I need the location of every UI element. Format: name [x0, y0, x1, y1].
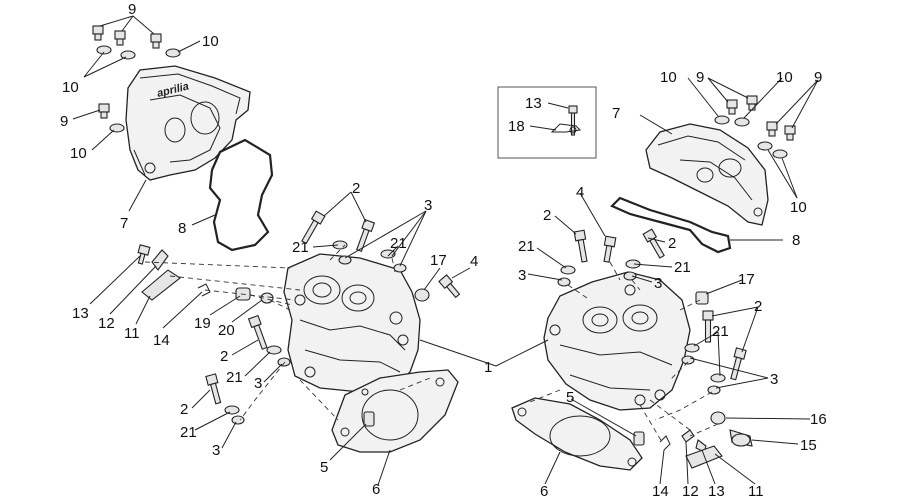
callout-21: 21 [518, 238, 535, 255]
left-valve-cover: aprilia [125, 65, 251, 181]
callout-17: 17 [738, 271, 755, 288]
callout-10: 10 [70, 145, 87, 162]
callout-14: 14 [153, 332, 170, 349]
left-head-gasket [331, 369, 459, 453]
callout-5: 5 [320, 459, 328, 476]
callout-2: 2 [220, 348, 228, 365]
callout-9: 9 [60, 113, 68, 130]
callout-2: 2 [754, 298, 762, 315]
right-cover-screws [714, 95, 796, 159]
callout-3: 3 [518, 267, 526, 284]
callout-3: 3 [254, 375, 262, 392]
callout-9: 9 [128, 1, 136, 18]
callout-10: 10 [202, 33, 219, 50]
callout-4: 4 [470, 253, 478, 270]
callout-20: 20 [218, 322, 235, 339]
inset-box [497, 86, 597, 159]
callout-13: 13 [708, 483, 725, 497]
callout-9: 9 [814, 69, 822, 86]
callout-21: 21 [712, 323, 729, 340]
right-cylinder-head [543, 271, 691, 411]
callout-8: 8 [792, 232, 800, 249]
left-cover-gasket [208, 138, 274, 252]
callout-2: 2 [352, 180, 360, 197]
callout-17: 17 [430, 252, 447, 269]
callout-9: 9 [696, 69, 704, 86]
left-cylinder-head [283, 253, 421, 393]
callout-19: 19 [194, 315, 211, 332]
right-head-gasket [511, 397, 643, 471]
right-head-bolts [557, 228, 747, 395]
right-cover-gasket [610, 196, 732, 254]
left-small-parts [137, 244, 461, 304]
callout-8: 8 [178, 220, 186, 237]
callout-10: 10 [62, 79, 79, 96]
callout-15: 15 [800, 437, 817, 454]
right-small-parts [659, 411, 753, 469]
callout-2: 2 [180, 401, 188, 418]
right-valve-cover [645, 123, 769, 226]
callout-21: 21 [674, 259, 691, 276]
left-assembly-lines [144, 244, 431, 421]
left-cover-screws [92, 25, 181, 133]
callout-1: 1 [484, 359, 492, 376]
callout-3: 3 [212, 442, 220, 459]
right-assembly-lines [529, 261, 719, 443]
callout-12: 12 [682, 483, 699, 497]
callout-3: 3 [770, 371, 778, 388]
leader-lines [72, 15, 819, 486]
callout-10: 10 [790, 199, 807, 216]
callout-21: 21 [180, 424, 197, 441]
callout-12: 12 [98, 315, 115, 332]
callout-10: 10 [660, 69, 677, 86]
left-dowel [363, 411, 375, 427]
callout-11: 11 [124, 325, 140, 342]
callout-21: 21 [292, 239, 309, 256]
callout-14: 14 [652, 483, 669, 497]
callout-5: 5 [566, 389, 574, 406]
callout-13: 13 [72, 305, 89, 322]
callout-18: 18 [508, 118, 525, 135]
callout-3: 3 [424, 197, 432, 214]
callout-labels: 9 10 10 9 10 7 8 2 3 21 21 17 4 13 12 11… [60, 1, 827, 497]
callout-10: 10 [776, 69, 793, 86]
callout-11: 11 [748, 483, 764, 497]
callout-21: 21 [390, 235, 407, 252]
callout-13: 13 [525, 95, 542, 112]
right-dowel [633, 431, 645, 446]
callout-2: 2 [543, 207, 551, 224]
callout-6: 6 [540, 483, 548, 497]
callout-16: 16 [810, 411, 827, 428]
callout-7: 7 [612, 105, 620, 122]
callout-7: 7 [120, 215, 128, 232]
callout-3: 3 [654, 275, 662, 292]
callout-21: 21 [226, 369, 243, 386]
callout-4: 4 [576, 184, 584, 201]
callout-6: 6 [372, 481, 380, 497]
callout-2: 2 [668, 235, 676, 252]
